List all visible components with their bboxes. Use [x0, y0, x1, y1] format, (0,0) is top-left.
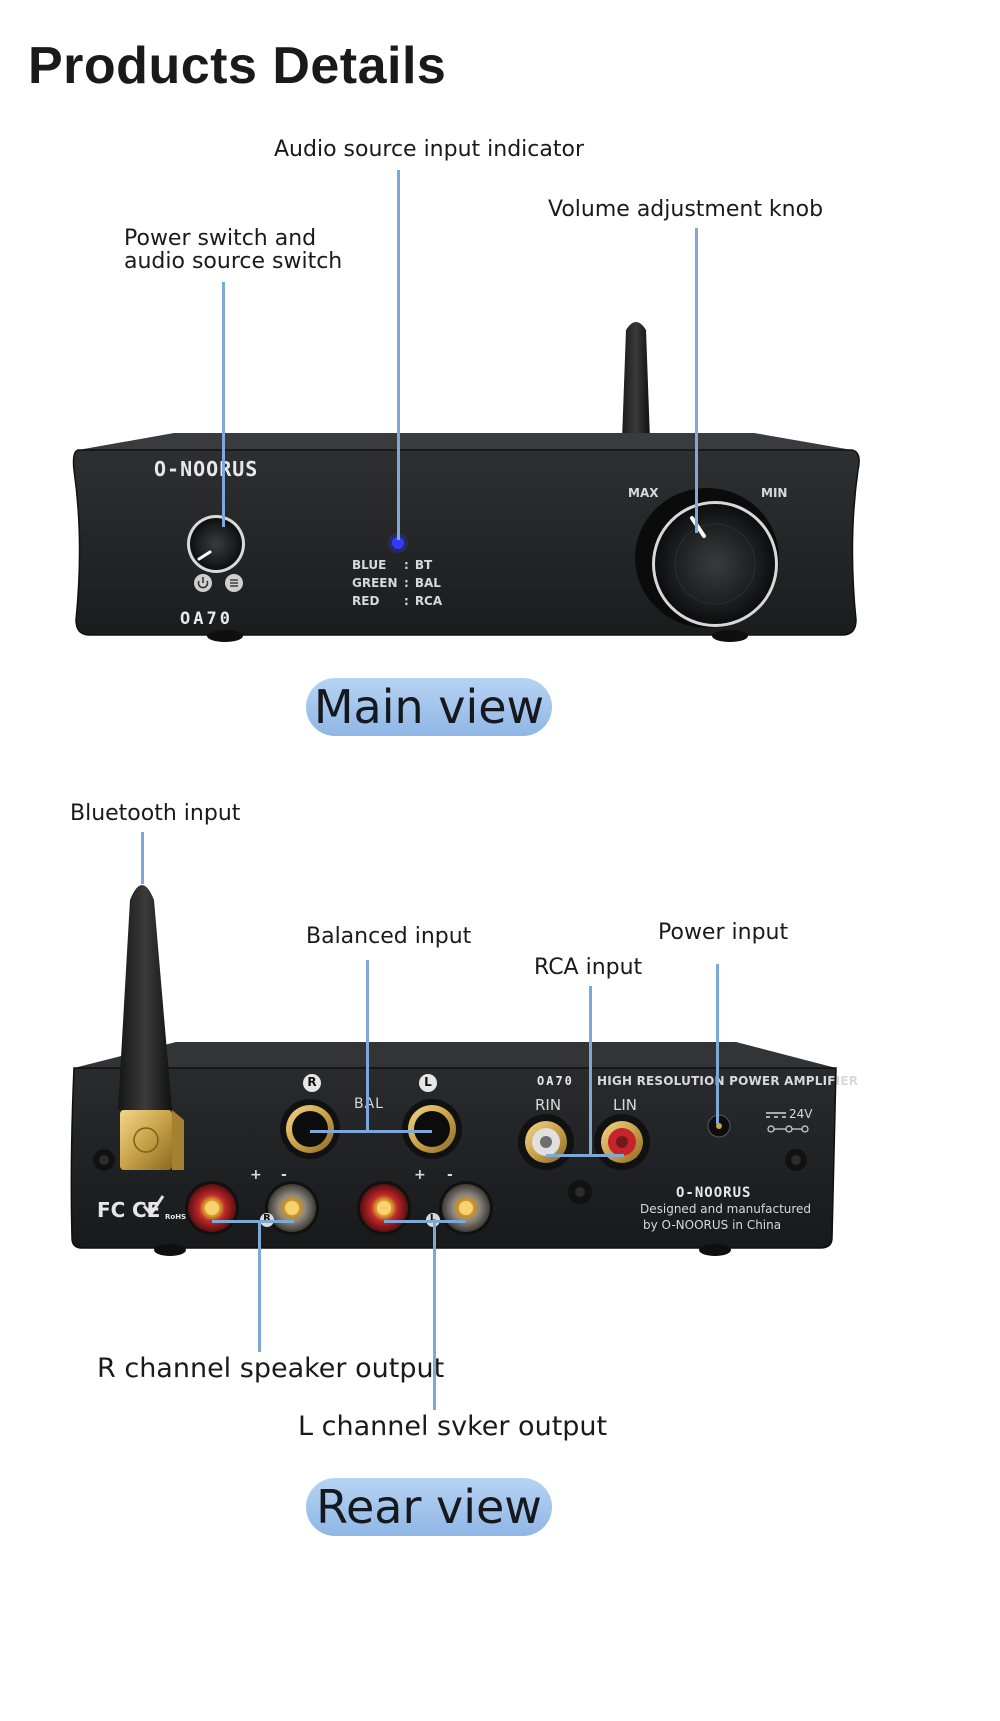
led-color-blue: BLUE	[352, 558, 387, 572]
led-color-red: RED	[352, 594, 380, 608]
leader-l-speaker-bridge	[384, 1220, 466, 1223]
lin-label: LIN	[613, 1096, 638, 1114]
callout-l-speaker: L channel svker output	[298, 1411, 608, 1442]
rear-brand-logo: O-NOORUS	[676, 1185, 752, 1201]
knob-min-label: MIN	[761, 486, 788, 500]
bal-r-badge: R	[307, 1075, 317, 1089]
main-view-label: Main view	[306, 678, 552, 736]
led-source-bt: BT	[414, 558, 433, 572]
ch-r-badge: R	[263, 1213, 271, 1224]
cert-fc-icon: FC	[97, 1198, 126, 1222]
callout-balanced: Balanced input	[306, 924, 472, 949]
made-line2: by O-NOORUS in China	[643, 1218, 782, 1232]
status-led-icon	[392, 537, 404, 549]
front-device-image	[72, 322, 860, 642]
led-source-bal: BAL	[414, 576, 441, 590]
leader-bluetooth	[141, 832, 144, 884]
led-separator: :	[404, 558, 409, 572]
led-source-rca: RCA	[414, 594, 443, 608]
leader-rca	[589, 986, 592, 1156]
rin-label: RIN	[535, 1096, 562, 1114]
led-color-green: GREEN	[352, 576, 398, 590]
leader-r-speaker-bridge	[212, 1220, 294, 1223]
led-legend-row: RED : RCA	[352, 592, 442, 610]
led-legend-row: GREEN : BAL	[352, 574, 442, 592]
leader-balanced	[366, 960, 369, 1132]
callout-bluetooth: Bluetooth input	[70, 801, 241, 826]
leader-power	[716, 964, 719, 1124]
leader-audio-indicator	[397, 170, 400, 540]
l-plus-label: +	[414, 1167, 426, 1183]
cert-ce-icon: CE	[132, 1198, 161, 1222]
voltage-label: 24V	[789, 1107, 813, 1121]
led-legend: BLUE : BT GREEN : BAL RED : RCA	[352, 556, 442, 610]
callout-r-speaker: R channel speaker output	[97, 1353, 445, 1384]
rear-model-logo: OA70	[537, 1074, 574, 1088]
callout-rca: RCA input	[534, 955, 643, 980]
r-minus-label: -	[281, 1167, 287, 1183]
front-brand-logo: O-NOORUS	[154, 457, 259, 481]
callout-power: Power input	[658, 920, 789, 945]
callout-volume-knob: Volume adjustment knob	[548, 197, 824, 222]
leader-volume-knob	[695, 228, 698, 533]
rear-header-text: HIGH RESOLUTION POWER AMPLIFIER	[597, 1074, 859, 1088]
ch-l-badge: L	[429, 1213, 437, 1224]
callout-power-switch-line2: audio source switch	[124, 249, 343, 274]
callout-power-switch-line1: Power switch and	[124, 226, 317, 251]
bluetooth-antenna-icon	[118, 885, 172, 1110]
page-title: Products Details	[28, 37, 447, 95]
knob-max-label: MAX	[628, 486, 659, 500]
led-separator: :	[404, 594, 409, 608]
callout-audio-indicator: Audio source input indicator	[274, 137, 584, 162]
leader-l-speaker	[433, 1220, 436, 1410]
cert-rohs-icon: RoHS	[165, 1213, 187, 1221]
callout-power-switch: Power switch and audio source switch	[124, 227, 342, 273]
leader-balanced-bridge	[310, 1130, 432, 1133]
led-separator: :	[404, 576, 409, 590]
rear-view-label: Rear view	[306, 1478, 552, 1536]
antenna-icon	[622, 322, 650, 440]
led-legend-row: BLUE : BT	[352, 556, 442, 574]
l-minus-label: -	[447, 1167, 453, 1183]
front-model-logo: OA70	[180, 609, 233, 629]
r-plus-label: +	[250, 1167, 262, 1183]
bal-l-badge: L	[424, 1075, 432, 1089]
made-line1: Designed and manufactured	[640, 1202, 812, 1216]
leader-power-switch	[222, 282, 225, 527]
leader-rca-bridge	[546, 1154, 624, 1157]
leader-r-speaker	[258, 1220, 261, 1352]
